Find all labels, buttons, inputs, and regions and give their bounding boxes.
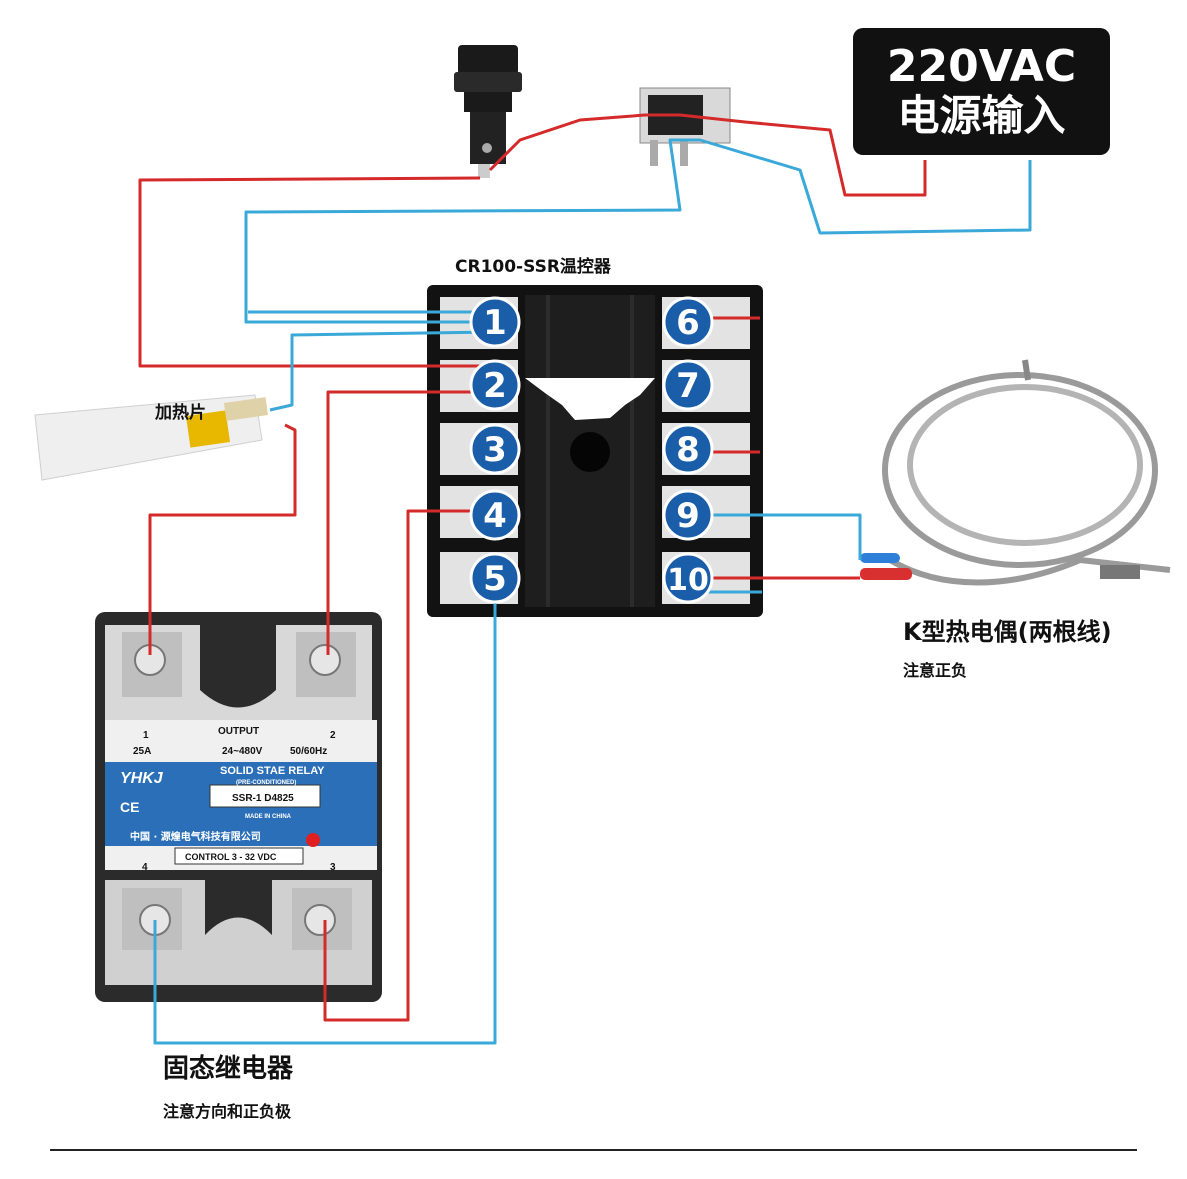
terminal-3-label: 3 bbox=[483, 430, 507, 470]
power-input-box: 220VAC 电源输入 bbox=[853, 28, 1110, 155]
power-voltage: 220VAC bbox=[886, 41, 1077, 92]
ssr-control: CONTROL 3 - 32 VDC bbox=[185, 852, 277, 862]
ssr-company: 中国 · 源煌电气科技有限公司 bbox=[130, 830, 261, 843]
ssr-frequency: 50/60Hz bbox=[290, 746, 327, 757]
power-input-label: 电源输入 bbox=[897, 91, 1066, 140]
ssr-sub: (PRE-CONDITIONED) bbox=[236, 780, 296, 786]
terminal-2-label: 2 bbox=[483, 366, 507, 406]
ssr-output-label: OUTPUT bbox=[218, 726, 259, 737]
wires bbox=[138, 113, 1032, 1045]
heater-label: 加热片 bbox=[155, 403, 206, 423]
ssr-terminal-4: 4 bbox=[142, 862, 148, 873]
ssr-current: 25A bbox=[133, 746, 151, 757]
lug-blue bbox=[860, 553, 900, 563]
ssr-terminal-3: 3 bbox=[330, 862, 336, 873]
terminal-5-label: 5 bbox=[483, 559, 507, 599]
terminal-10-label: 10 bbox=[667, 563, 709, 598]
ssr-voltage: 24~480V bbox=[222, 746, 263, 757]
heater-element bbox=[34, 394, 269, 481]
terminal-9-label: 9 bbox=[676, 496, 700, 536]
terminal-circles bbox=[469, 296, 714, 604]
ssr-brand: YHKJ bbox=[120, 770, 164, 787]
ssr-terminal-1: 1 bbox=[143, 730, 149, 741]
controller-title: CR100-SSR温控器 bbox=[455, 257, 611, 277]
thermocouple-probe bbox=[882, 359, 1171, 586]
ssr-ce-mark: CE bbox=[120, 799, 139, 815]
ssr-note: 注意方向和正负极 bbox=[163, 1102, 292, 1121]
ssr-title: 固态继电器 bbox=[163, 1054, 294, 1084]
ssr-type: SOLID STAE RELAY bbox=[220, 765, 325, 777]
terminal-1-label: 1 bbox=[483, 303, 507, 343]
thermocouple-note: 注意正负 bbox=[903, 661, 968, 680]
terminal-4-label: 4 bbox=[483, 496, 507, 536]
ssr-model: SSR-1 D4825 bbox=[232, 793, 294, 804]
ssr-made: MADE IN CHINA bbox=[245, 814, 292, 820]
ssr-terminal-2: 2 bbox=[330, 730, 336, 741]
ssr-body bbox=[95, 612, 382, 1002]
terminal-7-label: 7 bbox=[676, 366, 700, 406]
terminal-6-label: 6 bbox=[676, 303, 700, 343]
thermocouple-label: K型热电偶(两根线) bbox=[903, 618, 1112, 646]
terminal-8-label: 8 bbox=[676, 430, 700, 470]
probe-fitting bbox=[1100, 565, 1140, 579]
lug-red bbox=[860, 568, 912, 580]
fuse-holder bbox=[454, 45, 522, 178]
power-switch bbox=[639, 87, 731, 166]
